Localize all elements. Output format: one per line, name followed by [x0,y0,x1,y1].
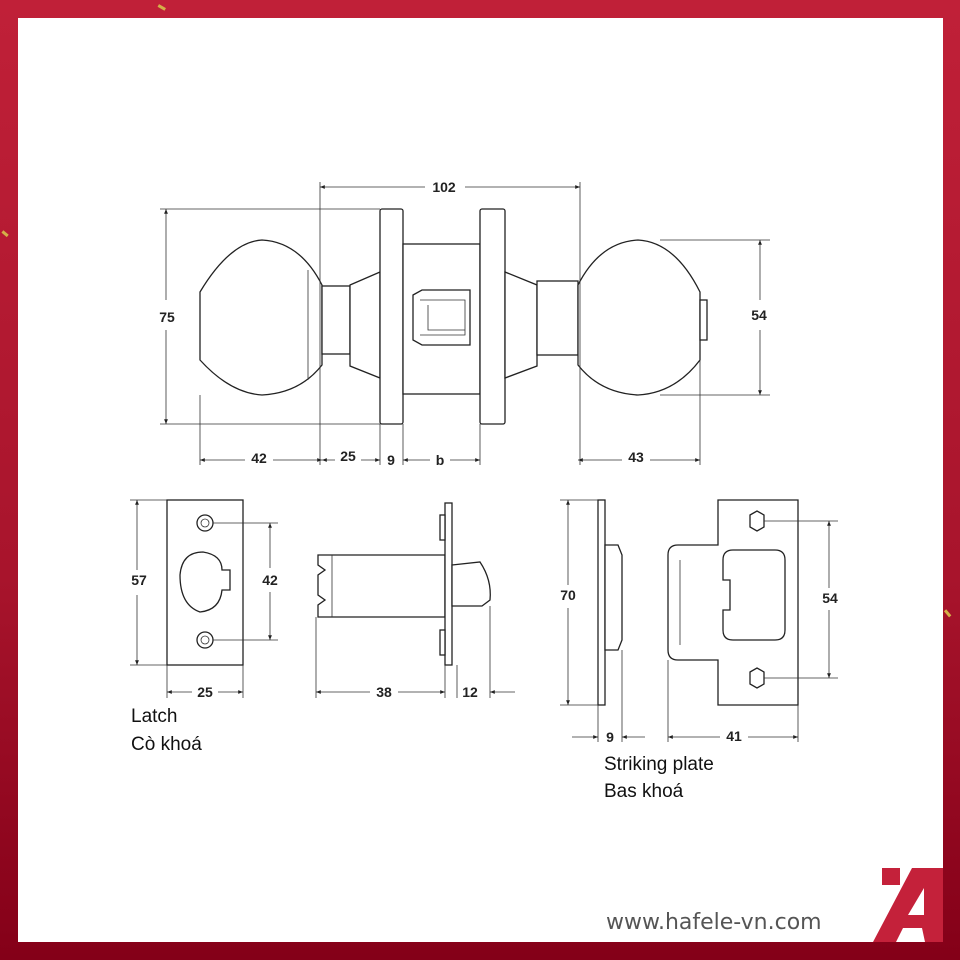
dim-57: 57 [131,572,147,588]
dim-25: 25 [340,448,356,464]
website-url[interactable]: www.hafele-vn.com [606,910,822,935]
left-rose [379,208,404,425]
left-neck [321,285,351,355]
latch-front-view: 57 42 25 Latch Cò khoá [125,499,278,755]
left-collar [349,271,381,379]
confetti-decoration [1,4,952,618]
drawing-sheet [18,18,943,942]
left-knob [199,239,323,396]
dim-sp-9: 9 [606,729,614,745]
dim-sp-54: 54 [822,590,838,606]
latch-tail [412,289,471,346]
striking-plate-label-vi: Bas khoá [604,781,684,802]
right-neck [536,280,579,356]
latch-label-vi: Cò khoá [131,734,202,755]
right-knob [577,239,701,396]
striking-plate-label-en: Striking plate [604,754,714,775]
dim-42: 42 [251,450,267,466]
dim-b: b [436,452,445,468]
dim-latch-25: 25 [197,684,213,700]
right-collar [504,271,538,379]
hafele-logo [873,868,943,942]
push-button [699,299,708,341]
right-rose [479,208,506,425]
striking-plate-side-view: 70 9 [556,499,645,745]
dim-43: 43 [628,449,644,465]
dim-9: 9 [387,452,395,468]
dim-70: 70 [560,587,576,603]
dim-12: 12 [462,684,478,700]
striking-plate-front-view: 54 41 Striking plate Bas khoá [604,499,838,802]
latch-side-view: 38 12 [315,502,515,700]
dim-102: 102 [432,179,456,195]
dim-54: 54 [751,307,767,323]
dim-75: 75 [159,309,175,325]
dim-41: 41 [726,728,742,744]
knob-lock-front-view: 102 75 54 42 25 9 b 43 [155,178,770,469]
dim-38: 38 [376,684,392,700]
dim-latch-42: 42 [262,572,278,588]
latch-label-en: Latch [131,706,177,727]
